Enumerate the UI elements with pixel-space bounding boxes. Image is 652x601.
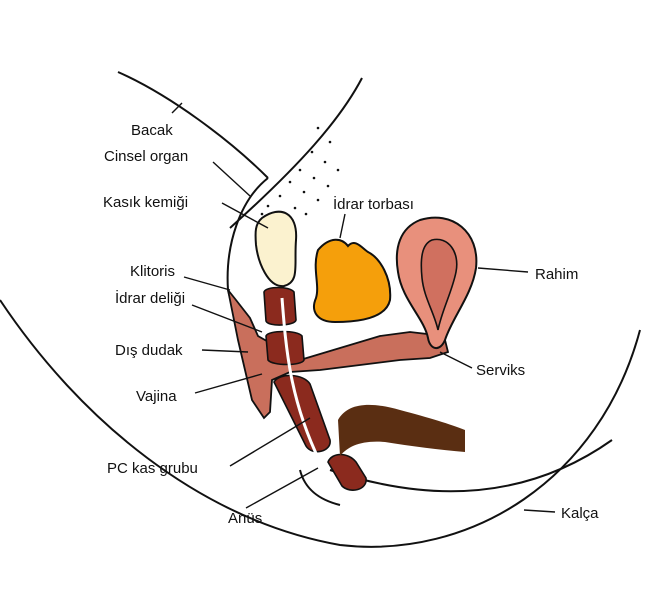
- pubic-bone: [254, 210, 298, 288]
- anal-muscle: [327, 453, 367, 491]
- label-cervix: Serviks: [476, 362, 525, 379]
- label-anus: Anüs: [228, 510, 262, 527]
- label-clitoris: Klitoris: [130, 263, 175, 280]
- label-urethral-opening: İdrar deliği: [115, 289, 185, 307]
- rectum: [338, 404, 465, 456]
- vaginal-canal-line: [280, 297, 322, 463]
- label-hip: Kalça: [561, 505, 599, 522]
- label-leg: Bacak: [131, 122, 173, 139]
- buttock-line: [299, 469, 341, 506]
- label-vagina: Vajina: [136, 388, 177, 405]
- pubic-hair-dots: [260, 126, 340, 218]
- uterine-cavity: [420, 238, 458, 331]
- label-uterus: Rahim: [535, 266, 578, 283]
- body-front-outline: [226, 177, 269, 291]
- label-bladder: İdrar torbası: [333, 195, 414, 213]
- bladder: [313, 238, 392, 324]
- leg-upper-outline: [117, 71, 269, 179]
- clitoris-muscle: [263, 286, 297, 326]
- label-pc-muscle-group: PC kas grubu: [107, 460, 198, 477]
- leader-lines: [171, 102, 556, 513]
- leg-lower-outline: [229, 77, 363, 229]
- urethral-muscle: [265, 330, 305, 366]
- label-genital-organ: Cinsel organ: [104, 148, 188, 165]
- thigh-outline: [0, 299, 641, 548]
- label-outer-labia: Dış dudak: [115, 342, 183, 359]
- hip-outline: [329, 439, 613, 493]
- label-pubic-bone: Kasık kemiği: [103, 194, 188, 211]
